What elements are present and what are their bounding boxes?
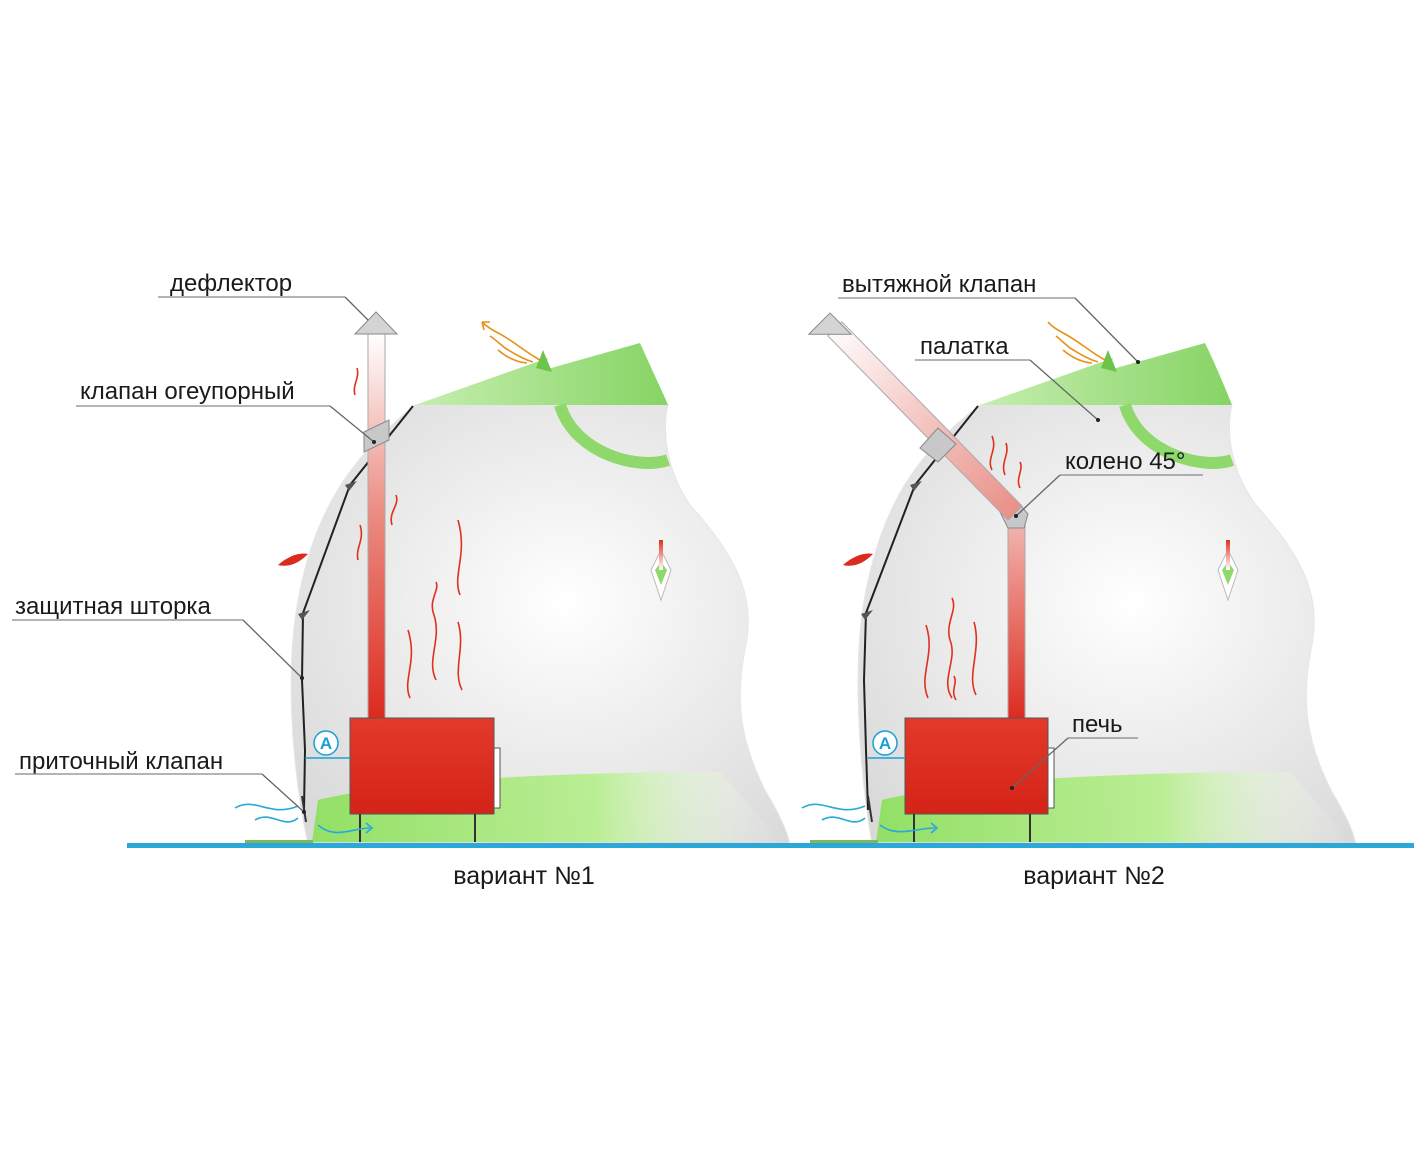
fire-valve-v1: [363, 419, 390, 453]
label-elbow: колено 45°: [1014, 448, 1203, 518]
chimney-pipe-v2: [1007, 519, 1026, 721]
curtain-tie-v2a: [910, 481, 922, 491]
ground-line: [127, 843, 1414, 848]
exhaust-valve-v2: [1101, 350, 1117, 372]
roof-panel-v2: [980, 343, 1232, 405]
warm-air-arrows-v1: [481, 321, 541, 364]
supply-air-arrows-v2: [801, 803, 939, 834]
label-protective-curtain-text: защитная шторка: [15, 593, 211, 620]
stove-door-v2: [1047, 747, 1055, 809]
dimension-circle-v2: [872, 730, 898, 756]
label-elbow-text: колено 45°: [1065, 448, 1186, 475]
supply-air-arrows-v1: [234, 803, 374, 834]
label-tent: палатка: [915, 333, 1100, 422]
dimension-marker-v2: A: [879, 734, 891, 753]
deflector-cap-v1: [353, 311, 399, 335]
label-stove: печь: [1010, 711, 1138, 790]
label-exhaust-valve-text: вытяжной клапан: [842, 271, 1036, 298]
ground-mat-v1: [245, 840, 313, 844]
label-deflector: дефлектор: [158, 270, 369, 321]
supply-valve-v2: [867, 795, 873, 823]
protective-curtain-v2: [862, 405, 979, 811]
protective-curtain-v1: [300, 405, 414, 811]
curtain-tie-v1a: [345, 481, 357, 491]
flame-mark-v2: [843, 553, 873, 566]
roof-arc-v2: [1119, 402, 1235, 469]
stove-door-v1: [493, 747, 501, 809]
label-tent-text: палатка: [920, 333, 1009, 360]
roof-arc-v1: [554, 402, 671, 469]
supply-valve-v1: [301, 795, 307, 823]
label-protective-curtain: защитная шторка: [12, 593, 304, 680]
fire-valve-v2: [919, 427, 957, 463]
curtain-tie-v2b: [861, 610, 873, 620]
thermometer-v1: [650, 540, 672, 602]
warm-air-arrows-v2: [1047, 321, 1106, 364]
exhaust-valve-v1: [536, 350, 552, 372]
label-fire-valve: клапан огеупорный: [76, 378, 376, 444]
variant-2-group: A: [801, 312, 1357, 846]
stove-body-v2: [904, 717, 1049, 815]
stove-body-v1: [349, 717, 495, 815]
chimney-pipe-v1: [367, 333, 386, 720]
curtain-tie-v1b: [298, 610, 310, 620]
roof-panel-v1: [415, 343, 668, 405]
label-exhaust-valve: вытяжной клапан: [838, 271, 1140, 364]
heat-arrows-v1: [353, 367, 463, 699]
deflector-cap-v2: [807, 312, 853, 335]
variant-1-group: A: [234, 311, 791, 846]
thermometer-v2: [1217, 540, 1239, 602]
flame-mark-v1: [278, 553, 308, 566]
label-deflector-text: дефлектор: [170, 270, 292, 297]
caption-variant-1: вариант №1: [453, 862, 595, 890]
dimension-circle-v1: [313, 730, 339, 756]
label-supply-valve: приточный клапан: [15, 748, 306, 814]
heat-arrows-v2: [924, 435, 1022, 701]
caption-variant-2: вариант №2: [1023, 862, 1165, 890]
label-supply-valve-text: приточный клапан: [19, 748, 223, 775]
dimension-marker-v1: A: [320, 734, 332, 753]
label-fire-valve-text: клапан огеупорный: [80, 378, 295, 405]
ground-mat-v2: [810, 840, 878, 844]
label-stove-text: печь: [1072, 711, 1123, 738]
